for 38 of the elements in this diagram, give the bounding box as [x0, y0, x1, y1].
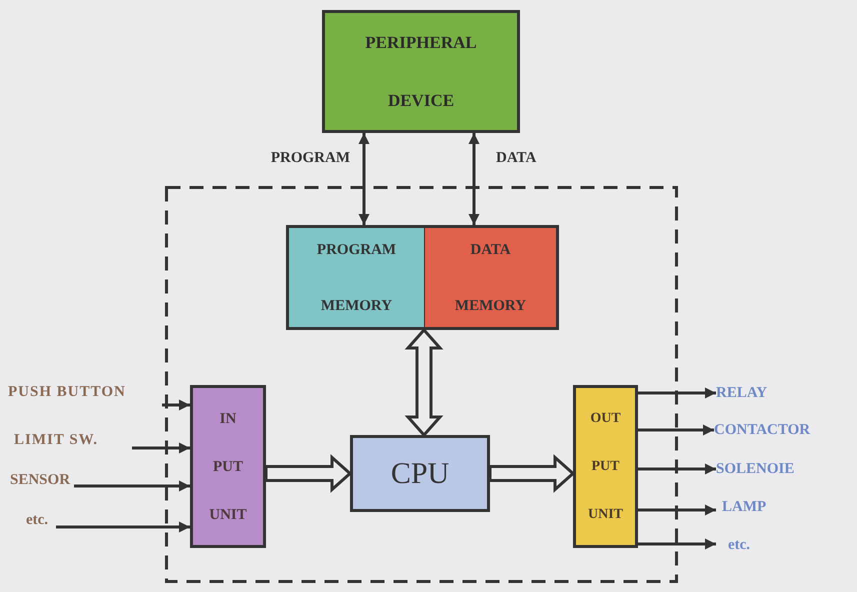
- arrow: [638, 424, 714, 436]
- box-label: OUT PUT UNIT: [586, 410, 624, 524]
- arrow: [162, 400, 190, 410]
- input-device-label: LIMIT SW.: [14, 429, 132, 453]
- input-device-label: etc.: [26, 509, 56, 537]
- arrow: [132, 442, 190, 454]
- arrow: [638, 504, 716, 516]
- hollow-arrow: [264, 454, 352, 493]
- input-device-label: PUSH BUTTON: [8, 381, 162, 409]
- output-device-label: CONTACTOR: [714, 419, 854, 441]
- box-label: PROGRAM MEMORY: [316, 240, 398, 316]
- hollow-arrow: [404, 328, 444, 438]
- arrow: [638, 538, 716, 550]
- output-device-label: RELAY: [716, 382, 816, 404]
- hollow-arrow: [488, 454, 576, 493]
- box-label: PERIPHERAL DEVICE: [364, 32, 478, 112]
- unit-box: [190, 385, 266, 548]
- input-device-label: SENSOR: [10, 469, 74, 495]
- dashed-boundary: [165, 186, 678, 583]
- memory-box: [424, 225, 559, 330]
- unit-box: [573, 385, 638, 548]
- cpu-box: [350, 435, 490, 512]
- arrow: [638, 388, 716, 398]
- output-device-label: LAMP: [716, 496, 796, 518]
- box-label: IN PUT UNIT: [208, 410, 248, 524]
- box-label: CPU: [390, 456, 450, 492]
- edge-label: DATA: [496, 149, 536, 168]
- output-device-label: etc.: [716, 534, 796, 556]
- output-device-label: SOLENOIE: [716, 458, 836, 480]
- arrow: [74, 480, 190, 492]
- arrow: [56, 522, 190, 532]
- arrow: [358, 133, 370, 225]
- edge-label: PROGRAM: [270, 149, 350, 168]
- arrow: [468, 133, 480, 225]
- arrow: [638, 464, 716, 474]
- box-label: DATA MEMORY: [454, 240, 528, 316]
- device-box: [322, 10, 520, 133]
- memory-box: [286, 225, 425, 330]
